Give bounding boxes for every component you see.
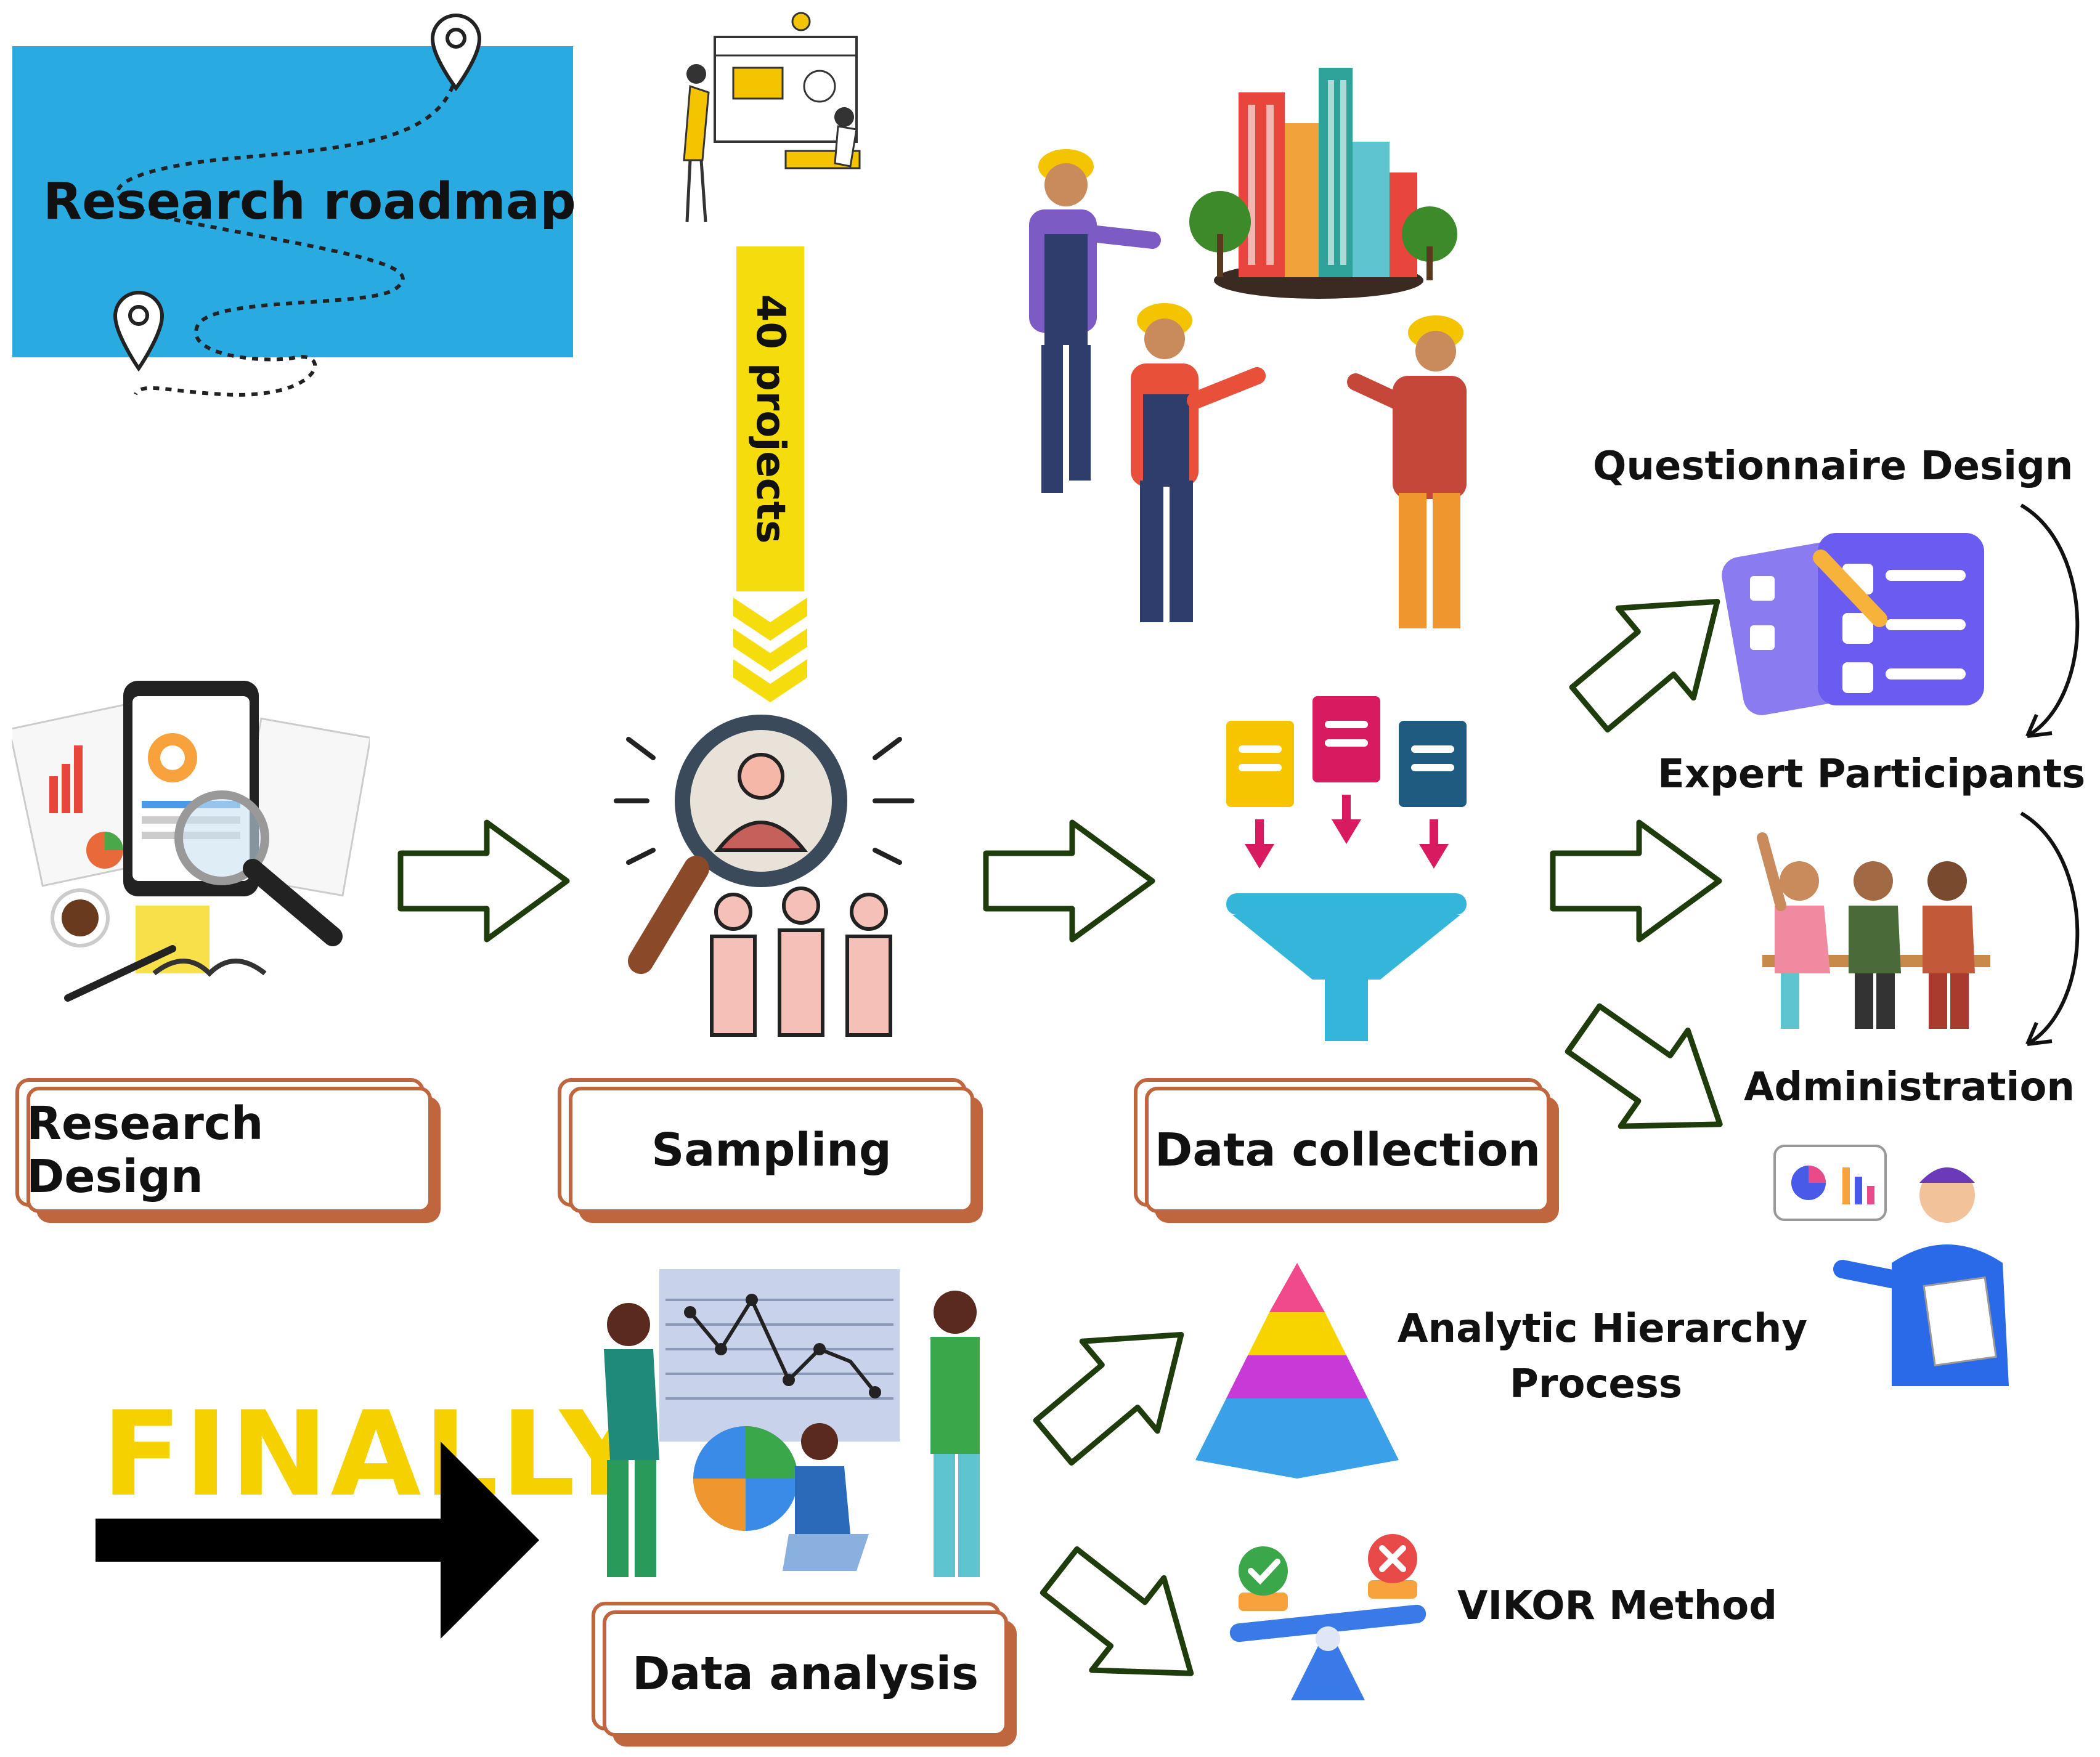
method-vikor: VIKOR Method <box>1457 1583 1778 1629</box>
team-planning-illustration <box>683 12 861 222</box>
presenter-illustration <box>1773 1145 2009 1386</box>
checklist-icon <box>1722 533 1984 715</box>
step-questionnaire-label: Questionnaire Design <box>1593 444 2074 489</box>
experts-illustration <box>1757 832 1990 1029</box>
map-pin-icon <box>430 13 482 91</box>
sample-banner <box>736 246 804 591</box>
stage-data-collection-label: Data collection <box>1154 1123 1541 1177</box>
arrow-right-icon <box>986 822 1152 939</box>
arrow-up-right-icon <box>1552 557 1755 753</box>
stage-sampling: Sampling <box>558 1078 983 1223</box>
arrow-down-right-icon <box>1024 1525 1227 1719</box>
arrow-down-right-icon <box>1550 981 1754 1172</box>
balance-seesaw-icon <box>1229 1534 1426 1700</box>
stage-data-collection: Data collection <box>1134 1078 1559 1223</box>
curved-arrow-icon <box>2020 811 2080 1046</box>
title-banner <box>12 46 573 357</box>
page-title: Research roadmap <box>43 172 576 231</box>
arrow-up-right-icon <box>1016 1290 1219 1487</box>
step-experts-label: Expert Participants <box>1658 752 2086 797</box>
pyramid-icon <box>1195 1263 1399 1479</box>
stage-data-analysis-label: Data analysis <box>632 1647 979 1700</box>
research-design-illustration <box>12 681 370 1002</box>
sampling-magnifier-icon <box>614 715 914 1037</box>
arrow-right-icon <box>96 1442 539 1639</box>
step-administration-label: Administration <box>1744 1065 2075 1110</box>
curved-arrow-icon <box>2020 503 2080 738</box>
check-icon <box>1239 1546 1288 1596</box>
chevron-down-icon <box>733 598 807 702</box>
stage-sampling-label: Sampling <box>651 1123 892 1177</box>
stage-research-design: Research Design <box>15 1078 441 1223</box>
method-ahp-line2: Process <box>1510 1361 1682 1407</box>
data-funnel-icon <box>1226 696 1467 1041</box>
finally-label: FINALLY <box>102 1386 647 1522</box>
map-pin-icon <box>113 290 165 372</box>
stage-research-design-label: Research Design <box>26 1097 264 1203</box>
method-ahp-line1: Analytic Hierarchy <box>1398 1306 1808 1352</box>
data-analysis-illustration <box>604 1269 980 1577</box>
stage-data-analysis: Data analysis <box>592 1602 1017 1747</box>
arrow-right-icon <box>1553 822 1719 939</box>
construction-workers-illustration <box>1029 68 1467 628</box>
arrow-right-icon <box>401 822 567 939</box>
